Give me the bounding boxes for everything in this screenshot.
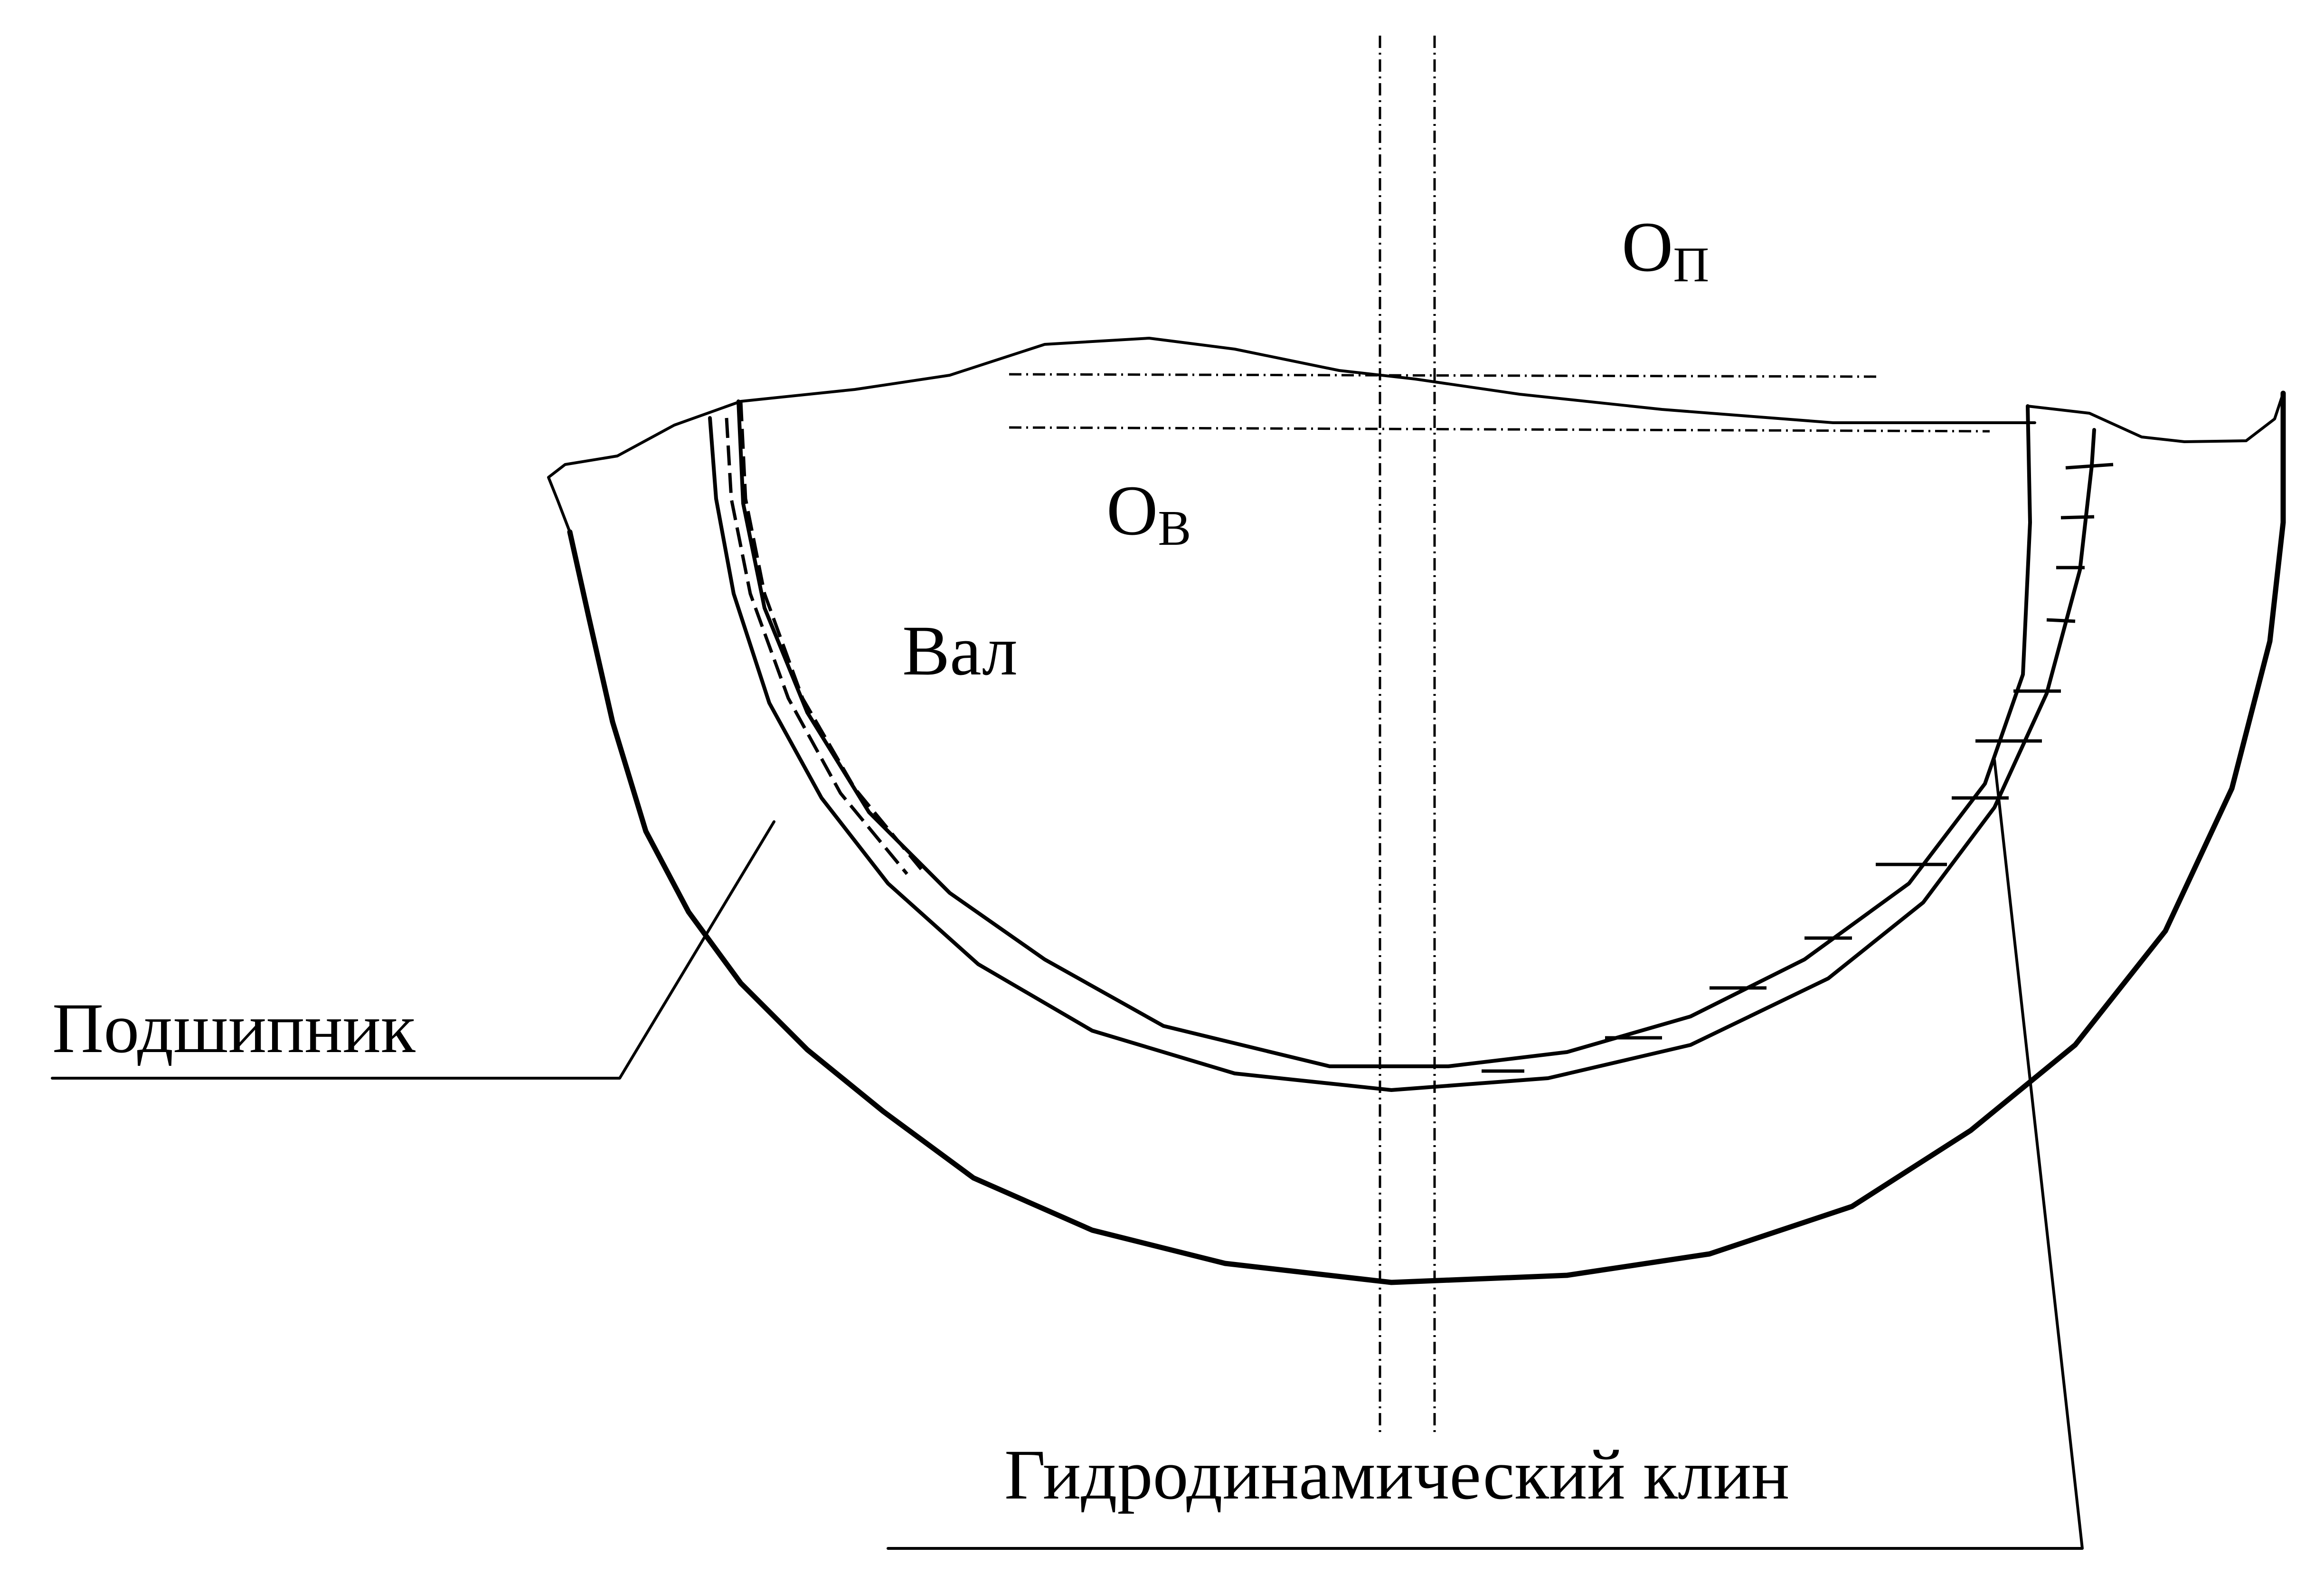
oil-film-outer xyxy=(739,401,923,871)
bearing-label: Подшипник xyxy=(52,989,416,1068)
bearing-center-label: OП xyxy=(1622,208,1709,292)
leader-wedge xyxy=(887,759,2084,1550)
leader-bearing xyxy=(51,820,775,1080)
break-line-left xyxy=(547,400,742,533)
wedge-hatch xyxy=(1482,463,2114,1073)
break-line-right xyxy=(2026,392,2285,443)
break-line-top xyxy=(739,337,2036,424)
center-line-shaft-horizontal xyxy=(1009,426,1990,433)
wedge-label: Гидродинамический клин xyxy=(1004,1435,1789,1514)
shaft-label: Вал xyxy=(902,611,1018,690)
center-line-bearing-horizontal xyxy=(1009,373,1881,378)
oil-film-inner xyxy=(725,417,908,875)
bearing-outer-contour xyxy=(567,390,2286,1285)
bearing-bore-contour xyxy=(708,416,2096,1092)
shaft-center-label: OВ xyxy=(1106,471,1191,556)
shaft-contour xyxy=(737,399,2032,1068)
